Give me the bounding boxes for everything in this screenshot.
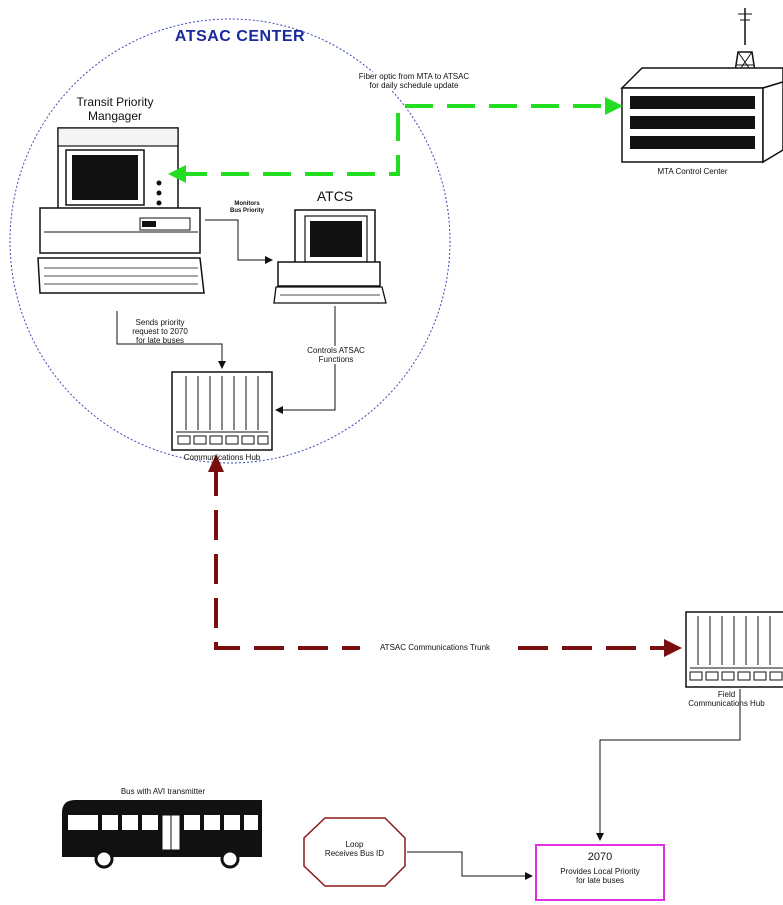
mta-control-center-icon — [620, 8, 783, 164]
sends-priority-request-label: Sends priority request to 2070 for late … — [132, 318, 188, 346]
controller-2070-box — [535, 844, 665, 901]
field-communications-hub-icon — [685, 611, 783, 688]
field-hub-to-2070-connector — [596, 689, 741, 841]
controller-2070-title: 2070 — [587, 851, 613, 863]
trunk-label: ATSAC Communications Trunk — [360, 643, 510, 653]
center-communications-hub-label: Communications Hub — [183, 453, 261, 462]
atsac-communications-trunk — [208, 454, 682, 657]
center-communications-hub-icon — [171, 371, 273, 451]
loop-to-2070-connector — [407, 851, 533, 880]
controls-atsac-functions-label: Controls ATSAC Functions — [290, 346, 382, 365]
atcs-workstation-icon — [273, 209, 387, 304]
loop-label: Loop Receives Bus ID — [324, 840, 385, 859]
loop-detector-octagon — [303, 817, 406, 887]
monitors-bus-priority-label: Monitors Bus Priority — [229, 201, 264, 214]
center-connectors — [116, 219, 336, 414]
mta-control-center-label: MTA Control Center — [657, 167, 728, 176]
atsac-center-title: ATSAC CENTER — [174, 28, 306, 45]
fiber-optic-label: Fiber optic from MTA to ATSAC for daily … — [330, 72, 498, 91]
bus-label: Bus with AVI transmitter — [120, 787, 206, 796]
atsac-center-boundary — [9, 18, 451, 464]
bus-icon — [62, 800, 262, 869]
atcs-label: ATCS — [316, 188, 354, 204]
field-communications-hub-label: Field Communications Hub — [688, 690, 765, 709]
transit-priority-manager-computer-icon — [37, 127, 205, 294]
controller-2070-description: Provides Local Priority for late buses — [560, 867, 640, 886]
fiber-optic-link — [168, 97, 623, 183]
transit-priority-manager-label: Transit Priority Mangager — [76, 95, 154, 123]
